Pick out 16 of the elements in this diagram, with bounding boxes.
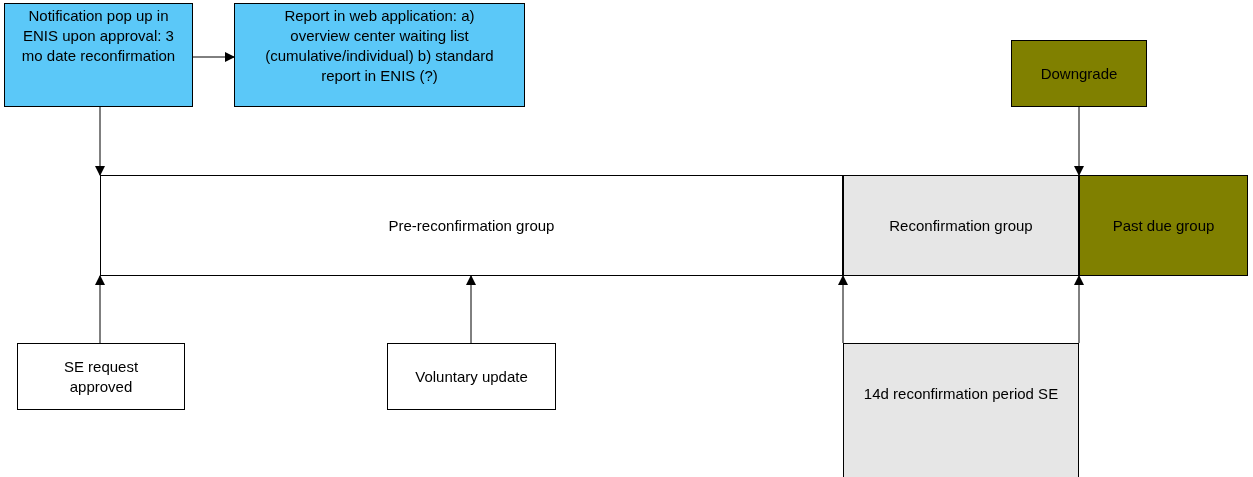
event-box: SE request approved bbox=[17, 343, 185, 410]
event-box: Voluntary update bbox=[387, 343, 556, 410]
timeline-band: Pre-reconfirmation group bbox=[100, 175, 843, 276]
arrow bbox=[1074, 275, 1084, 344]
process-box: Notification pop up in ENIS upon approval: 3 mo date reconfirmation bbox=[4, 3, 193, 107]
arrow bbox=[95, 106, 105, 176]
timeline-band: Reconfirmation group bbox=[843, 175, 1079, 276]
process-box: Downgrade bbox=[1011, 40, 1147, 107]
period-box: 14d reconfirmation period SE bbox=[843, 343, 1079, 477]
arrow bbox=[1074, 106, 1084, 176]
process-box: Report in web application: a) overview center waiting list (cumulative/individual) b) standard report in ENIS (?) bbox=[234, 3, 525, 107]
arrow bbox=[95, 275, 105, 344]
timeline-band: Past due group bbox=[1079, 175, 1248, 276]
arrow bbox=[192, 52, 235, 62]
arrow bbox=[838, 275, 848, 344]
arrow bbox=[466, 275, 476, 344]
